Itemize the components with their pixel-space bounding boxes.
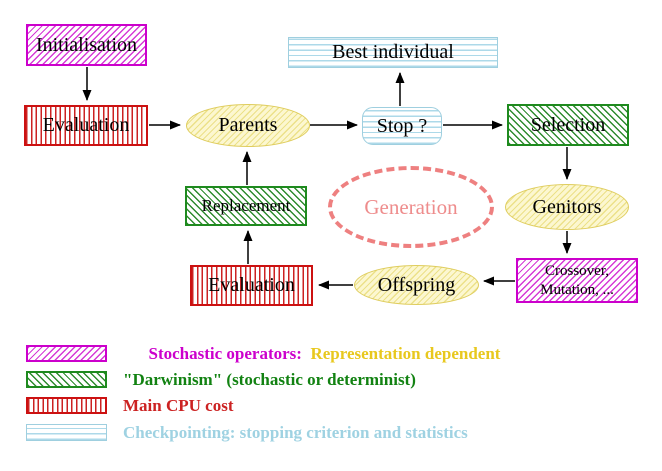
node-evaluation-bottom-label: Evaluation <box>208 274 295 296</box>
node-crossover-line1: Crossover, <box>545 262 609 279</box>
node-parents: Parents <box>186 104 310 147</box>
legend-representation-label: Representation dependent <box>310 343 501 363</box>
node-generation-label: Generation <box>364 194 458 219</box>
node-initialisation: Initialisation <box>26 24 147 66</box>
node-crossover-mutation: Crossover, Mutation, ... <box>516 258 638 303</box>
node-crossover-line2: Mutation, ... <box>540 281 614 298</box>
node-selection: Selection <box>507 104 629 146</box>
legend-checkpointing-label: Checkpointing: stopping criterion and st… <box>123 422 468 442</box>
node-initialisation-label: Initialisation <box>35 33 138 56</box>
node-evaluation-top: Evaluation <box>24 105 148 146</box>
legend-swatch-magenta-hatch <box>26 345 107 362</box>
node-stop: Stop ? <box>362 107 442 145</box>
legend-row-stochastic: Stochastic operators: Representation dep… <box>26 343 501 363</box>
node-evaluation-bottom: Evaluation <box>190 265 313 306</box>
node-replacement: Replacement <box>185 186 307 226</box>
node-parents-label: Parents <box>218 114 278 136</box>
legend-swatch-red-stripes <box>26 397 107 414</box>
node-selection-label: Selection <box>530 113 606 136</box>
node-genitors-label: Genitors <box>532 195 602 218</box>
legend-swatch-green-hatch <box>26 371 107 388</box>
node-best-individual: Best individual <box>288 37 498 68</box>
node-replacement-label: Replacement <box>201 196 291 215</box>
legend-swatch-cyan-stripes <box>26 424 107 441</box>
node-offspring-label: Offspring <box>377 273 456 296</box>
node-best-individual-label: Best individual <box>332 41 454 63</box>
node-evaluation-top-label: Evaluation <box>42 114 130 136</box>
legend-row-darwinism: "Darwinism" (stochastic or determinist) <box>26 369 416 389</box>
node-offspring: Offspring <box>354 265 479 305</box>
node-stop-label: Stop ? <box>376 114 428 137</box>
legend-cpu-label: Main CPU cost <box>123 395 234 415</box>
legend-row-cpu: Main CPU cost <box>26 395 234 415</box>
node-generation-loop: Generation <box>328 166 494 248</box>
node-genitors: Genitors <box>505 184 629 230</box>
legend-row-checkpointing: Checkpointing: stopping criterion and st… <box>26 422 468 442</box>
legend-stochastic-label: Stochastic operators: <box>148 343 302 363</box>
legend-darwinism-label: "Darwinism" (stochastic or determinist) <box>123 369 416 389</box>
